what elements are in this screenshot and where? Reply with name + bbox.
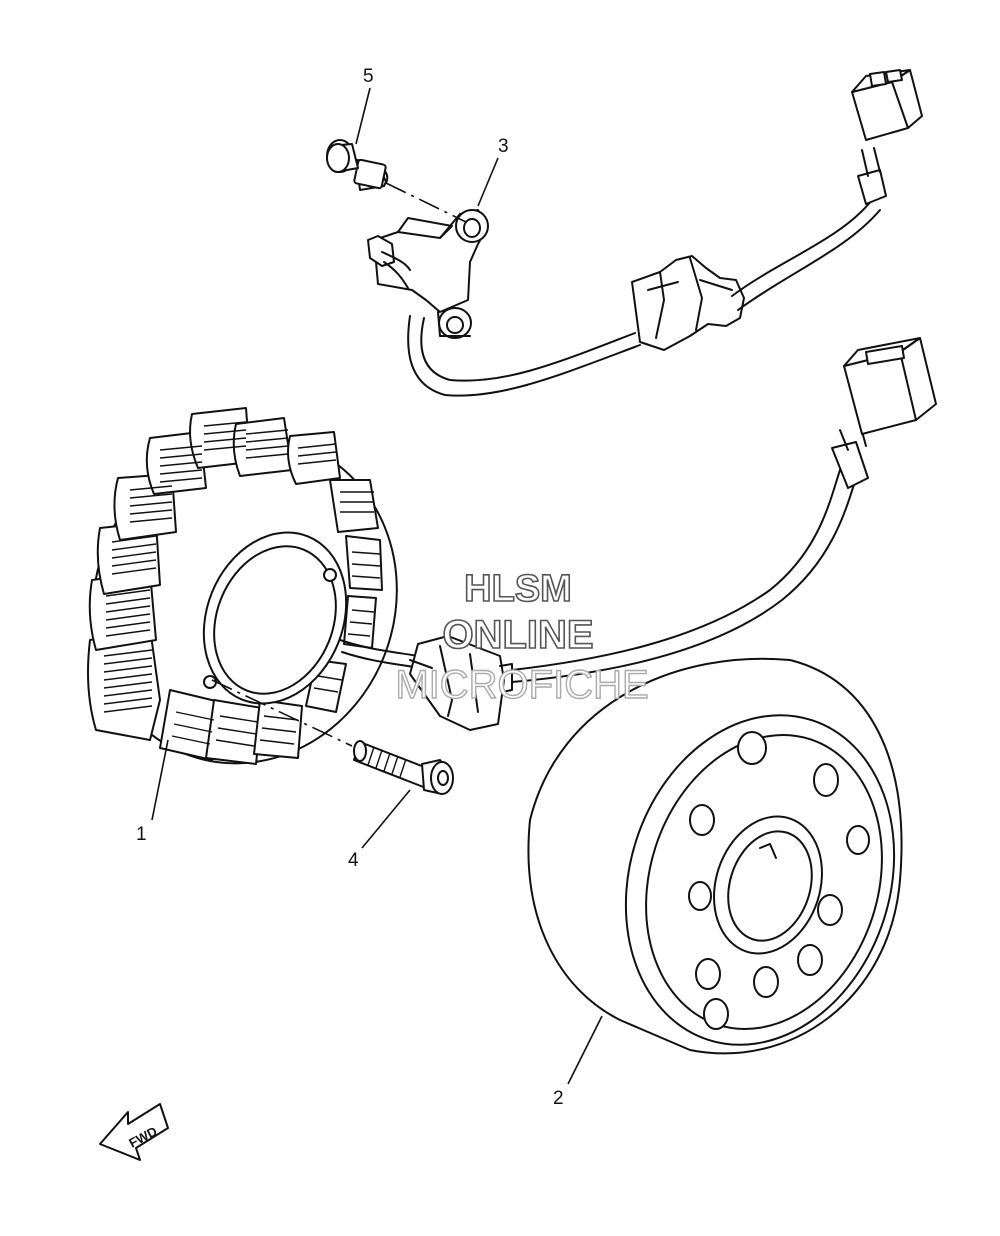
part-5-bolt xyxy=(326,139,389,191)
watermark: HLSM ONLINE MICROFICHE xyxy=(395,567,650,708)
callout-3: 3 xyxy=(498,136,509,157)
part-1-stator xyxy=(87,407,421,765)
callout-5: 5 xyxy=(363,66,374,87)
callout-2: 2 xyxy=(553,1088,564,1109)
watermark-line-1: HLSM xyxy=(464,568,572,610)
bolt-5-axis-line xyxy=(385,182,467,223)
bolt-4-axis-line xyxy=(211,679,353,747)
part-4-bolt xyxy=(353,740,454,795)
leader-5 xyxy=(355,87,371,145)
stator-connector xyxy=(409,635,513,731)
leader-2 xyxy=(567,1015,603,1085)
callout-1: 1 xyxy=(136,824,147,845)
watermark-line-2: ONLINE xyxy=(442,613,593,657)
fwd-arrow-icon: FWD xyxy=(99,1103,169,1161)
leader-4 xyxy=(361,789,411,849)
part-2-rotor xyxy=(527,657,903,1055)
callout-4: 4 xyxy=(348,850,359,871)
watermark-line-3: MICROFICHE xyxy=(395,663,648,707)
leader-3 xyxy=(477,157,499,207)
leader-1 xyxy=(151,739,169,821)
part-3-pickup-coil xyxy=(367,69,923,397)
stator-harness xyxy=(511,337,937,683)
